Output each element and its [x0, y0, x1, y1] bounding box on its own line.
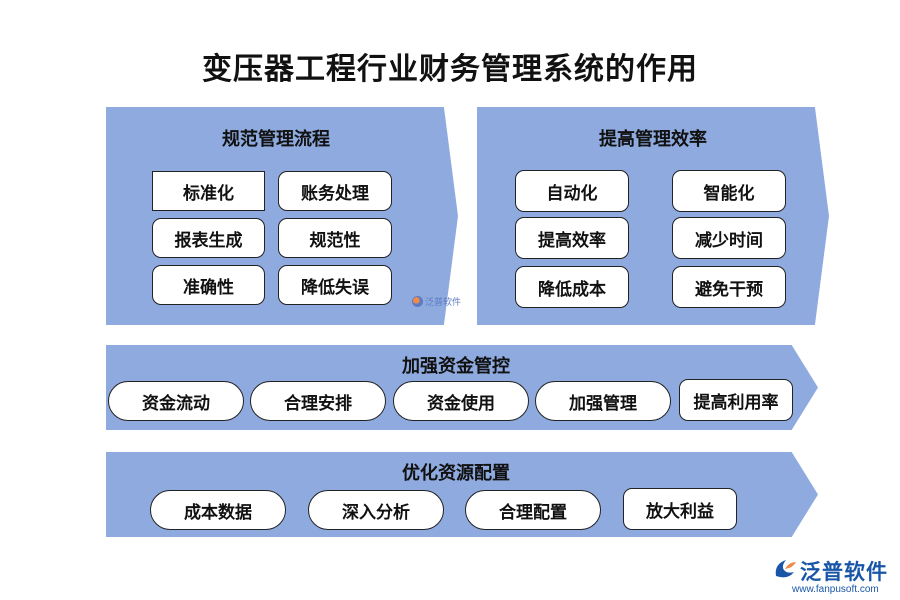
panel-improve-efficiency: 提高管理效率 自动化 智能化 提高效率 减少时间 降低成本 避免干预	[477, 107, 829, 325]
item-pill: 成本数据	[150, 490, 286, 530]
brand-logo: 泛普软件 www.fanpusoft.com	[770, 552, 895, 596]
item-box: 提高利用率	[679, 379, 793, 421]
item-box: 准确性	[152, 265, 265, 305]
panel-title: 加强资金管控	[402, 356, 510, 377]
item-box: 标准化	[152, 171, 265, 211]
item-box: 放大利益	[623, 488, 737, 530]
diagram-title: 变压器工程行业财务管理系统的作用	[202, 52, 698, 87]
item-box: 提高效率	[515, 217, 629, 259]
item-pill: 合理安排	[250, 381, 386, 421]
fanpu-logo-icon	[775, 560, 796, 578]
item-box: 减少时间	[672, 217, 786, 259]
logo-name: 泛普软件	[800, 560, 888, 584]
item-box: 报表生成	[152, 218, 265, 258]
item-box: 降低成本	[515, 266, 629, 308]
panel-fund-control: 加强资金管控 资金流动 合理安排 资金使用 加强管理 提高利用率	[106, 345, 818, 430]
panel-resource-allocation: 优化资源配置 成本数据 深入分析 合理配置 放大利益	[106, 452, 818, 537]
logo-url: www.fanpusoft.com	[792, 584, 879, 595]
item-pill: 深入分析	[308, 490, 444, 530]
item-box: 智能化	[672, 170, 786, 212]
item-pill: 合理配置	[465, 490, 601, 530]
panel-title: 提高管理效率	[599, 129, 707, 150]
item-pill: 加强管理	[535, 381, 671, 421]
item-box: 账务处理	[278, 171, 392, 211]
item-pill: 资金使用	[393, 381, 529, 421]
watermark-small: 泛普软件	[412, 295, 461, 308]
logo-mark-icon	[412, 296, 423, 307]
item-box: 自动化	[515, 170, 629, 212]
item-box: 规范性	[278, 218, 392, 258]
panel-title: 优化资源配置	[402, 463, 510, 484]
item-box: 避免干预	[672, 266, 786, 308]
item-pill: 资金流动	[108, 381, 244, 421]
panel-title: 规范管理流程	[222, 129, 330, 150]
item-box: 降低失误	[278, 265, 392, 305]
panel-standardize-process: 规范管理流程 标准化 账务处理 报表生成 规范性 准确性 降低失误	[106, 107, 458, 325]
